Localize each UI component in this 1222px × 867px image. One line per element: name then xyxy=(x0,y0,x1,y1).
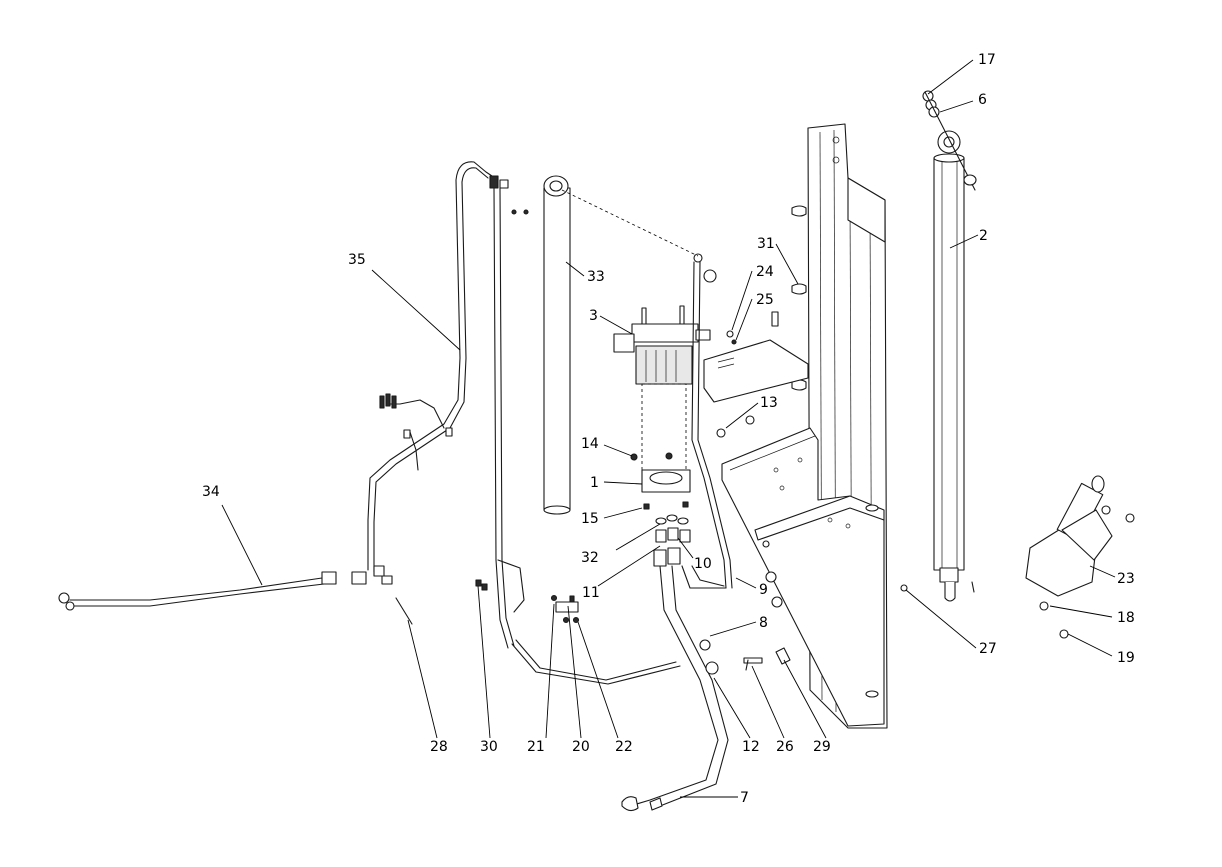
callout-9: 9 xyxy=(759,582,768,598)
pin-and-washers xyxy=(922,90,977,191)
callout-1: 1 xyxy=(590,475,599,491)
cable-harness-long xyxy=(58,565,413,625)
callout-15: 15 xyxy=(581,511,599,527)
small-bolt-and-bracket xyxy=(743,647,791,671)
callout-2: 2 xyxy=(979,228,988,244)
callout-34: 34 xyxy=(202,484,220,500)
callout-6: 6 xyxy=(978,92,987,108)
callout-7: 7 xyxy=(740,790,749,806)
callout-23: 23 xyxy=(1117,571,1135,587)
cylinder-strut xyxy=(933,130,975,602)
callout-25: 25 xyxy=(756,292,774,308)
main-frame xyxy=(721,123,888,729)
callout-8: 8 xyxy=(759,615,768,631)
frame-clips xyxy=(791,205,807,391)
callout-35: 35 xyxy=(348,252,366,268)
callout-27: 27 xyxy=(979,641,997,657)
callout-19: 19 xyxy=(1117,650,1135,666)
valve-block xyxy=(613,305,711,567)
callout-29: 29 xyxy=(813,739,831,755)
callout-32: 32 xyxy=(581,550,599,566)
projection-line xyxy=(561,189,699,257)
callout-30: 30 xyxy=(480,739,498,755)
callout-33: 33 xyxy=(587,269,605,285)
callout-14: 14 xyxy=(581,436,599,452)
callout-13: 13 xyxy=(760,395,778,411)
callout-28: 28 xyxy=(430,739,448,755)
callout-20: 20 xyxy=(572,739,590,755)
callout-22: 22 xyxy=(615,739,633,755)
callout-labels: 1 2 3 6 7 8 9 10 11 12 13 14 15 17 18 19… xyxy=(202,52,1135,806)
callout-11: 11 xyxy=(582,585,600,601)
callout-31: 31 xyxy=(757,236,775,252)
bracket-small xyxy=(550,594,580,624)
callout-18: 18 xyxy=(1117,610,1135,626)
leader-lines xyxy=(221,59,1116,798)
callout-21: 21 xyxy=(527,739,545,755)
callout-10: 10 xyxy=(694,556,712,572)
callout-24: 24 xyxy=(756,264,774,280)
tube xyxy=(543,175,571,515)
callout-26: 26 xyxy=(776,739,794,755)
cover-plate xyxy=(703,311,809,438)
callout-3: 3 xyxy=(589,308,598,324)
cable-harness-loop xyxy=(367,161,499,573)
cable-harness-vertical xyxy=(475,175,529,649)
hoses xyxy=(511,253,733,812)
callout-17: 17 xyxy=(978,52,996,68)
callout-12: 12 xyxy=(742,739,760,755)
